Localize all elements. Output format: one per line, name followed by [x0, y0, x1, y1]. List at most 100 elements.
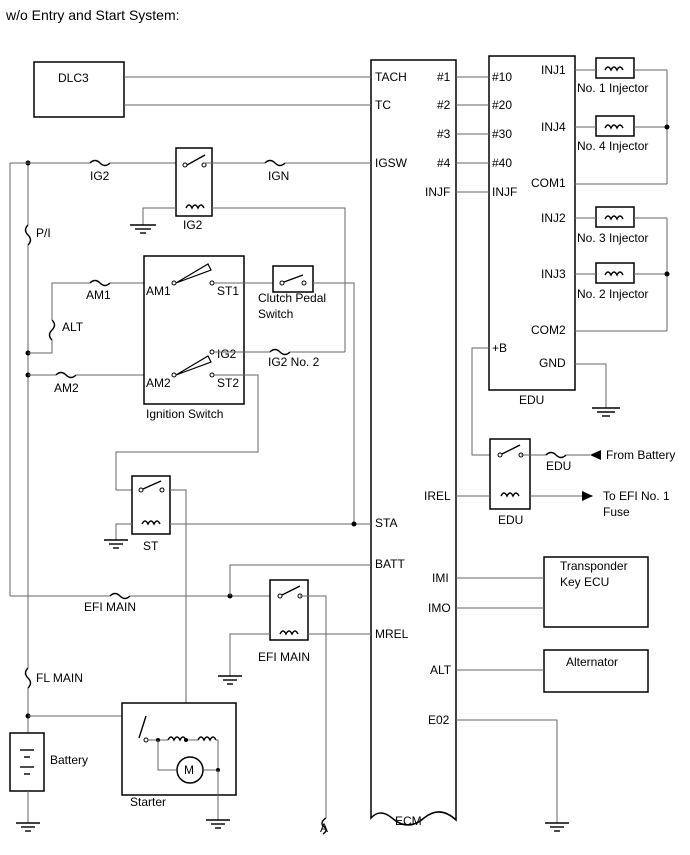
- edu-ground: [575, 363, 620, 417]
- ign-terminal-st1: ST1: [217, 284, 239, 298]
- injector-2-coil: [604, 271, 624, 277]
- to-efi-label-2: Fuse: [603, 505, 630, 519]
- alternator-block: Alternator: [456, 649, 649, 693]
- ig2-circuit: IG2 IG2 IGN: [10, 147, 371, 352]
- e02-ground: [456, 719, 569, 832]
- injector-3-label: No. 3 Injector: [577, 231, 648, 245]
- ecm-terminal-imi: IMI: [432, 571, 449, 585]
- transponder-box: [543, 556, 649, 628]
- fuse-ig2-no2-label: IG2 No. 2: [268, 355, 320, 369]
- ecm-terminal-4: #4: [437, 156, 451, 170]
- ecm-terminal-mrel: MREL: [375, 627, 409, 641]
- alternator-label: Alternator: [566, 655, 618, 669]
- fuse-pi: P/I: [24, 224, 51, 246]
- ig2-no2-circuit: IG2 No. 2: [214, 348, 345, 369]
- injector-1-coil: [604, 66, 624, 72]
- ecm-edu-wires: [456, 76, 489, 193]
- connector-a-label: A: [320, 821, 328, 835]
- ecm-box: [370, 59, 457, 826]
- edu-terminal-inj3: INJ3: [541, 267, 566, 281]
- transponder-label-1: Transponder: [560, 559, 628, 573]
- clutch-switch-label-1: Clutch Pedal: [258, 291, 326, 305]
- ecm-terminal-tc: TC: [375, 98, 391, 112]
- edu-terminal-inj2: INJ2: [541, 211, 566, 225]
- ecm-label: ECM: [395, 814, 422, 828]
- fuse-ign-label: IGN: [268, 169, 289, 183]
- starter-block: Starter M: [28, 702, 237, 829]
- edu-relay-circuit: EDU EDU From Battery To EFI No. 1 Fuse: [456, 347, 675, 527]
- ecm-terminal-1: #1: [437, 70, 451, 84]
- injector-group-2: No. 3 Injector No. 2 Injector: [575, 206, 670, 332]
- fuse-efi-main-label: EFI MAIN: [84, 600, 136, 614]
- from-battery-label: From Battery: [606, 448, 675, 462]
- edu-terminal-inj4: INJ4: [541, 120, 566, 134]
- to-efi-label-1: To EFI No. 1: [603, 489, 670, 503]
- injector-group-1: No. 1 Injector No. 4 Injector: [575, 57, 670, 185]
- ignition-switch-label: Ignition Switch: [146, 407, 223, 421]
- ecm-terminal-alt: ALT: [430, 663, 452, 677]
- ecm-terminal-3: #3: [437, 127, 451, 141]
- ecm-terminal-2: #2: [437, 98, 451, 112]
- ign-terminal-am2: AM2: [146, 376, 171, 390]
- edu-box: [488, 55, 576, 391]
- edu-terminal-com1: COM1: [531, 176, 566, 190]
- starter-box: [121, 702, 237, 796]
- ignition-switch: Ignition Switch AM1 ST1 AM2 IG2 ST2: [143, 255, 245, 421]
- ignition-switch-box: [143, 255, 245, 405]
- battery-box: [9, 732, 45, 792]
- ign-terminal-am1: AM1: [146, 284, 171, 298]
- clutch-switch-label-2: Switch: [258, 307, 293, 321]
- efi-main-relay-box: [269, 579, 309, 641]
- ecm-terminal-irel: IREL: [424, 489, 451, 503]
- fuse-ig2-label: IG2: [90, 169, 110, 183]
- ecm-terminal-igsw: IGSW: [375, 156, 408, 170]
- ig2-relay-label: IG2: [183, 218, 203, 232]
- ecm-terminal-imo: IMO: [428, 601, 451, 615]
- ecm-terminal-e02: E02: [428, 713, 450, 727]
- edu-terminal-40: #40: [492, 156, 512, 170]
- starter-label: Starter: [130, 795, 166, 809]
- ecm-block: ECM TACH TC IGSW INJF STA BATT MREL IREL…: [370, 59, 457, 828]
- injector-4-coil: [604, 124, 624, 130]
- injector-2-label: No. 2 Injector: [577, 287, 648, 301]
- fuse-fl-main-label: FL MAIN: [36, 671, 83, 685]
- dlc3-label: DLC3: [58, 71, 89, 85]
- injector-4-label: No. 4 Injector: [577, 139, 648, 153]
- efi-main-circuit: EFI MAIN EFI MAIN A: [30, 564, 371, 835]
- fuse-alt-label: ALT: [62, 320, 84, 334]
- clutch-pedal-switch: Clutch Pedal Switch: [214, 265, 355, 523]
- transponder-label-2: Key ECU: [560, 575, 609, 589]
- edu-terminal-10: #10: [492, 70, 512, 84]
- st-relay-circuit: ST: [104, 374, 371, 736]
- edu-label: EDU: [519, 393, 544, 407]
- fuse-edu-label: EDU: [546, 459, 571, 473]
- edu-terminal-gnd: GND: [539, 356, 566, 370]
- ecm-terminal-tach: TACH: [375, 70, 407, 84]
- injector-1-label: No. 1 Injector: [577, 81, 648, 95]
- starter-motor-label: M: [184, 763, 194, 777]
- edu-terminal-injf: INJF: [492, 185, 517, 199]
- ecm-terminal-sta: STA: [375, 516, 397, 530]
- ign-terminal-st2: ST2: [217, 376, 239, 390]
- ign-terminal-ig2: IG2: [217, 347, 237, 361]
- injector-3-coil: [604, 215, 624, 221]
- transponder-block: Transponder Key ECU: [456, 556, 649, 628]
- edu-terminal-b: +B: [492, 341, 507, 355]
- fuse-am1-label: AM1: [86, 288, 111, 302]
- edu-terminal-20: #20: [492, 98, 512, 112]
- edu-block: EDU #10 #20 #30 #40 INJF +B INJ1 INJ4 CO…: [488, 55, 576, 407]
- diagram-title: w/o Entry and Start System:: [5, 7, 180, 23]
- fuse-fl-main: FL MAIN: [24, 667, 83, 689]
- starter-motor: [176, 756, 204, 784]
- dlc3-box: [33, 61, 125, 118]
- edu-relay-label: EDU: [498, 513, 523, 527]
- ecm-terminal-batt: BATT: [375, 557, 405, 571]
- fuse-am2-label: AM2: [54, 381, 79, 395]
- edu-terminal-com2: COM2: [531, 323, 566, 337]
- alternator-box: [543, 649, 649, 693]
- dlc3-block: DLC3: [33, 61, 371, 118]
- edu-terminal-inj1: INJ1: [541, 63, 566, 77]
- st-relay-label: ST: [143, 539, 159, 553]
- main-bus: [9, 160, 31, 733]
